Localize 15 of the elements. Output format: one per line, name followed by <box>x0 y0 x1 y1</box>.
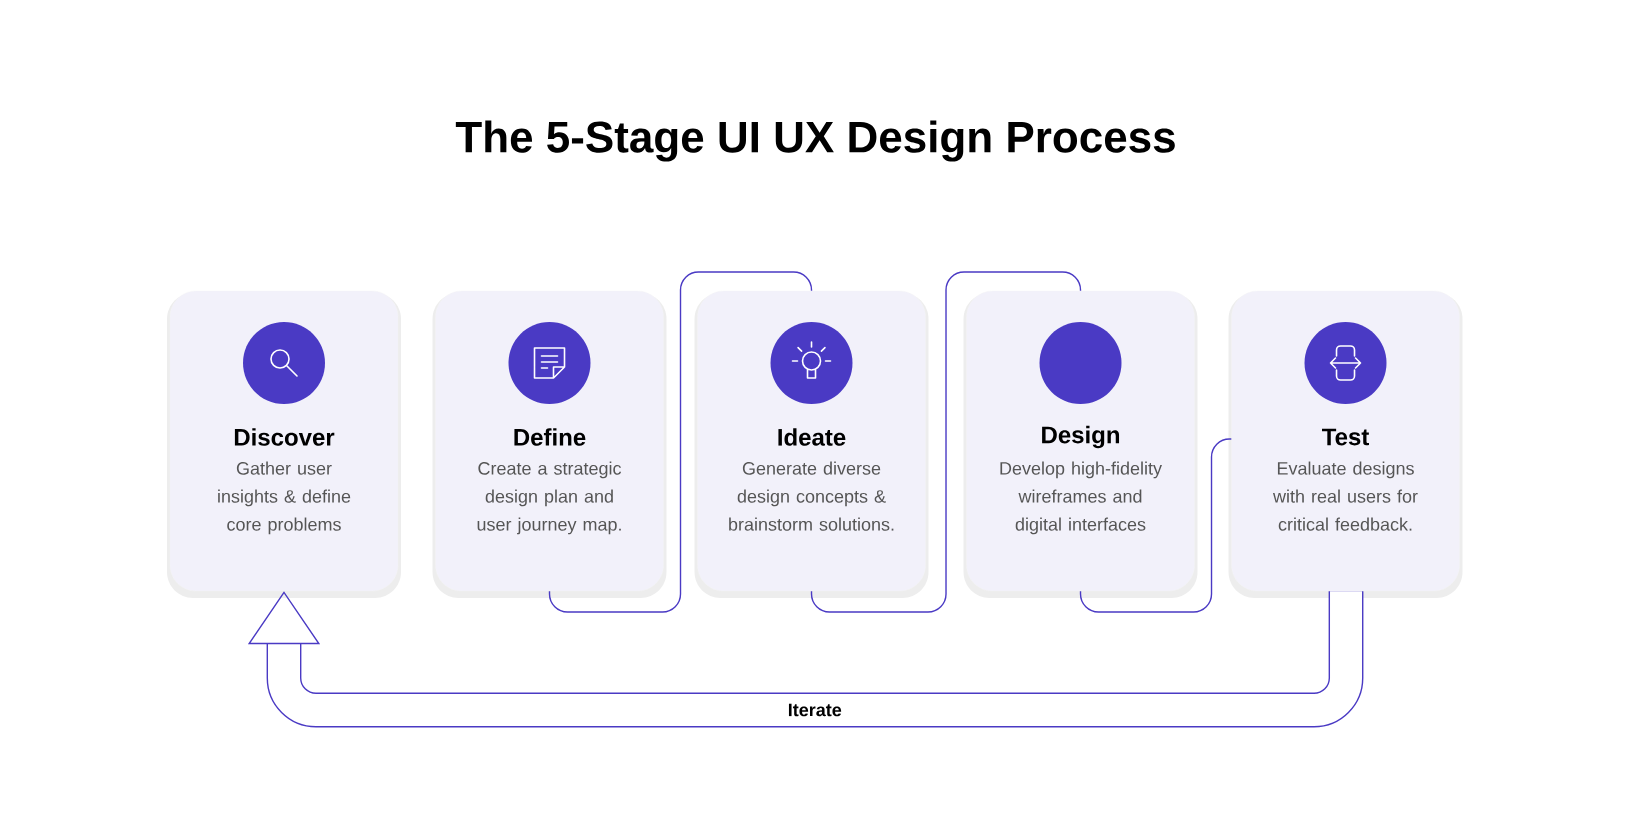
stage-description: Evaluate designs with real users for critical feedback. <box>1272 461 1418 531</box>
stage-heading: Discover <box>234 428 335 446</box>
stage-description: Generate diverse design concepts & brainstorm solutions. <box>729 461 894 531</box>
stage-heading: Design <box>1042 425 1120 449</box>
stage-description: Develop high-fidelity wireframes and digital interfaces <box>1000 461 1162 535</box>
stage-description: Gather user insights & define core problems <box>218 461 351 535</box>
connector-line <box>810 271 1082 613</box>
stage-heading: Define <box>514 428 586 446</box>
connector-line <box>548 271 813 613</box>
stage-heading: Test <box>1322 428 1369 446</box>
iterate-arrow <box>247 591 1364 728</box>
title: The 5-Stage UI UX Design Process <box>455 120 1175 162</box>
stage-heading: Ideate <box>778 428 846 446</box>
stage-description: Create a strategic design plan and user journey map. <box>477 461 622 535</box>
connector-line <box>1079 438 1232 613</box>
